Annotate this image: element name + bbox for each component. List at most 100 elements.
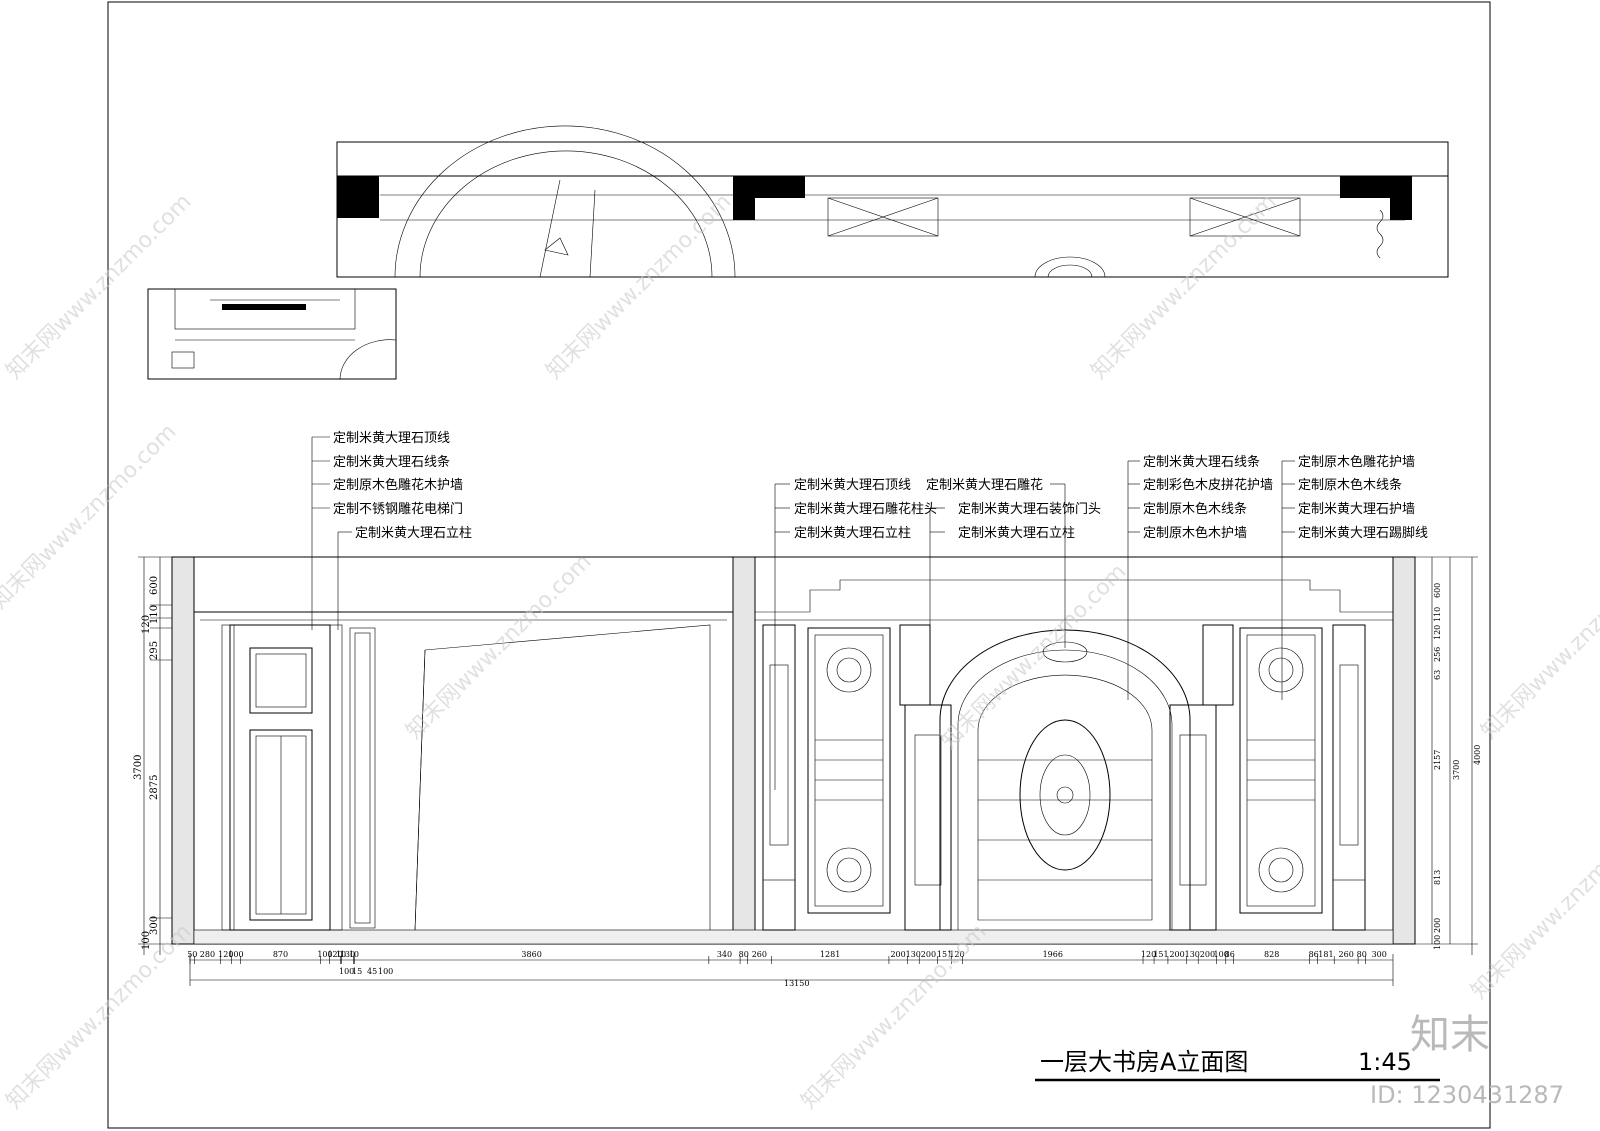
watermark-10: 知末网www.znzmo.com — [1467, 809, 1600, 1004]
elevator-door — [229, 624, 331, 931]
dim-total: 13150 — [784, 979, 809, 988]
dim-bottom-17: 200 — [921, 950, 936, 959]
label-right-b-3: 定制米黄大理石护墙 — [1298, 502, 1415, 517]
label-mid-a-1: 定制米黄大理石顶线 — [794, 478, 911, 493]
dim-bottom-13: 260 — [752, 950, 767, 959]
central-arch — [939, 629, 1191, 930]
dim-bottom-24: 130 — [1185, 950, 1200, 959]
watermark-2: 知末网www.znzmo.com — [542, 189, 737, 384]
plan-column-mid — [733, 176, 805, 198]
dim-right-120: 120 — [1433, 625, 1442, 640]
dim-sub-3: 45 — [367, 967, 377, 976]
dim-right-3700: 3700 — [1452, 760, 1461, 780]
dim-right-100: 100 — [1433, 935, 1442, 950]
dim-bottom-29: 86 — [1309, 950, 1319, 959]
drawing-title: 一层大书房A立面图 — [1040, 1048, 1248, 1076]
dim-right-2157: 2157 — [1433, 750, 1442, 770]
image-id: ID: 1230431287 — [1370, 1081, 1564, 1109]
central-medallion — [1019, 719, 1111, 871]
dim-bottom-2: 120 — [218, 950, 233, 959]
dim-right-110: 110 — [1433, 607, 1442, 622]
floor-band — [193, 929, 1394, 945]
label-mid-b-2: 定制米黄大理石立柱 — [958, 526, 1075, 541]
wall-hatch-mid — [732, 556, 756, 945]
dim-left-110: 110 — [149, 605, 160, 624]
dim-bottom-15: 200 — [890, 950, 905, 959]
dim-right-4000: 4000 — [1473, 745, 1482, 765]
dim-sub-1: 100 — [339, 967, 354, 976]
label-left-2: 定制米黄大理石线条 — [333, 454, 450, 470]
pilaster-4 — [1332, 624, 1366, 931]
dim-bottom-20: 1966 — [1043, 950, 1063, 959]
sheet-border — [107, 1, 1491, 1129]
pilaster-2 — [899, 624, 952, 931]
dim-bottom-22: 151 — [1153, 950, 1168, 959]
dim-right-813: 813 — [1433, 870, 1442, 885]
dim-bottom-6: 120 — [327, 950, 342, 959]
dim-bottom-4: 870 — [273, 950, 288, 959]
watermarks: 知末网www.znzmo.com 知末网www.znzmo.com 知末网www… — [0, 189, 1600, 1114]
dim-bottom-7: 10 — [336, 950, 346, 959]
dim-left-total: 3700 — [133, 755, 144, 780]
dims-left-vertical: 3700 600 110 120 295 2875 300 100 — [133, 556, 172, 955]
dim-left-2875: 2875 — [149, 775, 160, 800]
elevation-main — [171, 556, 1416, 945]
label-left-4: 定制不锈钢雕花电梯门 — [333, 501, 463, 517]
dim-left-600: 600 — [149, 576, 160, 595]
label-right-a-3: 定制原木色木线条 — [1143, 501, 1247, 517]
pilaster-3 — [1169, 624, 1234, 931]
dim-bottom-5: 100 — [317, 950, 332, 959]
watermark-5: 知末网www.znzmo.com — [402, 549, 597, 744]
labels-mid: 定制米黄大理石顶线 定制米黄大理石雕花柱头 定制米黄大理石立柱 定制米黄大理石雕… — [794, 477, 1101, 541]
dim-bottom-27: 86 — [1225, 950, 1235, 959]
dim-bottom-28: 828 — [1264, 950, 1279, 959]
label-left-1: 定制米黄大理石顶线 — [333, 431, 450, 446]
drawing-scale: 1:45 — [1358, 1048, 1412, 1076]
label-left-5: 定制米黄大理石立柱 — [355, 526, 472, 541]
dim-right-63: 63 — [1433, 670, 1442, 680]
dim-bottom-18: 151 — [937, 950, 952, 959]
dim-bottom-11: 340 — [717, 950, 732, 959]
dim-bottom-3: 100 — [228, 950, 243, 959]
plan-column-left — [337, 176, 379, 218]
dim-bottom-26: 100 — [1214, 950, 1229, 959]
dim-right-600: 600 — [1433, 583, 1442, 598]
dim-bottom-16: 130 — [906, 950, 921, 959]
plan-column-right — [1340, 176, 1412, 198]
title-block: 一层大书房A立面图 1:45 — [1035, 1048, 1440, 1082]
dim-bottom-10: 3860 — [521, 950, 541, 959]
watermark-6: 知末网www.znzmo.com — [937, 559, 1132, 754]
dim-left-295: 295 — [149, 641, 160, 660]
dim-sub-4: 100 — [378, 967, 393, 976]
leader-lines — [311, 436, 1295, 790]
dim-left-120: 120 — [141, 615, 152, 634]
dim-bottom-0: 50 — [187, 950, 197, 959]
dim-bottom-25: 200 — [1200, 950, 1215, 959]
label-right-b-4: 定制米黄大理石踢脚线 — [1298, 525, 1428, 541]
label-mid-a-2: 定制米黄大理石雕花柱头 — [794, 501, 937, 517]
label-right-a-1: 定制米黄大理石线条 — [1143, 454, 1260, 470]
watermark-3: 知末网www.znzmo.com — [1087, 189, 1282, 384]
dim-bottom-31: 260 — [1339, 950, 1354, 959]
dim-bottom-14: 1281 — [820, 950, 840, 959]
dim-bottom-32: 80 — [1357, 950, 1367, 959]
brand-logo: 知末 — [1410, 1012, 1490, 1058]
watermark-9: 知末网www.znzmo.com — [797, 919, 992, 1114]
plan-inset — [147, 288, 397, 380]
wall-hatch-right — [1392, 556, 1416, 945]
watermark-1: 知末网www.znzmo.com — [2, 189, 197, 384]
labels-right: 定制米黄大理石线条 定制彩色木皮拼花护墙 定制原木色木线条 定制原木色木护墙 定… — [1143, 454, 1428, 541]
label-right-a-2: 定制彩色木皮拼花护墙 — [1143, 477, 1273, 493]
label-mid-top: 定制米黄大理石雕花 — [926, 477, 1043, 493]
dim-right-256: 256 — [1433, 647, 1442, 662]
dim-bottom-33: 300 — [1372, 950, 1387, 959]
plan-view-top — [336, 125, 1449, 278]
dim-left-300: 300 — [149, 916, 160, 935]
pilaster-1 — [762, 624, 796, 931]
dims-right-vertical: 600 110 120 256 63 2157 813 200 100 3700… — [1415, 556, 1482, 955]
label-right-b-2: 定制原木色木线条 — [1298, 477, 1402, 493]
label-left-3: 定制原木色雕花木护墙 — [333, 477, 463, 493]
